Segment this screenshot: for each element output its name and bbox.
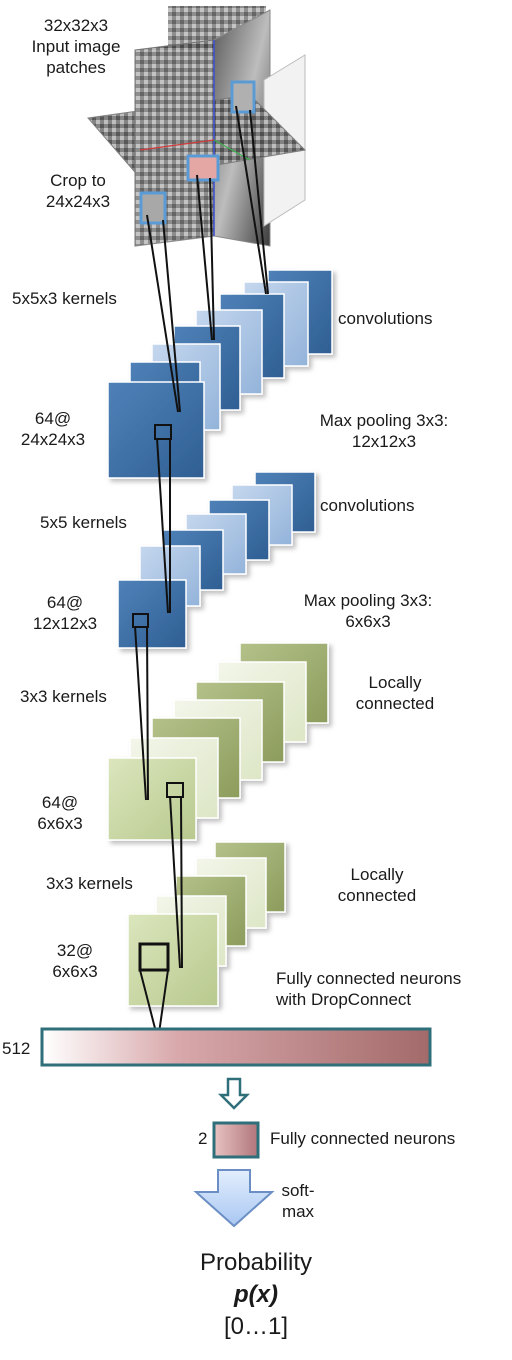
locally-connected-2-label: Locally connected — [322, 864, 432, 906]
kernel-window — [138, 942, 170, 972]
locally-connected-1-label: Locally connected — [340, 672, 450, 714]
map-count: 64@ — [46, 593, 84, 612]
fc-512-bar — [40, 1027, 432, 1067]
softmax-text: soft- — [281, 1181, 315, 1200]
axis-red — [139, 139, 215, 151]
fc-text: Fully connected neurons — [276, 969, 462, 988]
feature-map-front — [117, 579, 187, 649]
crop-patch-2 — [186, 154, 220, 182]
pooling-window — [154, 424, 172, 440]
connection-lines — [134, 105, 269, 1041]
pool-text: Max pooling 3x3: — [303, 591, 433, 610]
connection-line — [196, 174, 213, 341]
connection-line — [146, 625, 149, 801]
input-size: 32x32x3 — [43, 16, 109, 35]
kernels-3-label: 3x3 kernels — [20, 687, 107, 706]
locally-connected-stack-2 — [127, 841, 286, 1007]
crop-patch-1 — [139, 191, 167, 225]
fc-2-box — [212, 1121, 260, 1159]
fully-connected-dropconnect-label: Fully connected neurons with DropConnect — [276, 968, 461, 1010]
connection-line — [162, 219, 181, 413]
connection-line — [209, 177, 215, 341]
local-text-2: connected — [355, 694, 435, 713]
connection-line — [180, 795, 183, 969]
local-text-2: connected — [337, 886, 417, 905]
input-patches-label: 32x32x3 Input image patches — [8, 15, 144, 78]
map-size: 6x6x3 — [52, 962, 98, 981]
connection-line — [134, 625, 147, 801]
fc-512-size-label: 512 — [2, 1039, 31, 1058]
kernel-window — [166, 782, 184, 798]
connection-line — [156, 437, 169, 614]
convolutions-2-label: convolutions — [320, 496, 415, 515]
probability-function: p(x) — [234, 1281, 278, 1308]
crop-size: 24x24x3 — [45, 192, 111, 211]
conv-stack-2 — [117, 471, 316, 649]
map-count: 64@ — [41, 793, 79, 812]
down-arrow-small-icon — [217, 1077, 251, 1110]
map-size: 12x12x3 — [32, 614, 98, 633]
locally-connected-stack-1 — [107, 642, 329, 841]
fc-text-2: with DropConnect — [276, 990, 412, 1009]
layer-1-size-label: 64@ 24x24x3 — [10, 408, 96, 450]
softmax-arrow-icon — [193, 1169, 275, 1228]
probability-label: Probability — [199, 1249, 313, 1276]
input-title: Input image — [31, 37, 121, 56]
local-text: Locally — [350, 865, 404, 884]
map-count: 64@ — [34, 409, 72, 428]
fully-connected-label: Fully connected neurons — [270, 1129, 456, 1148]
kernels-4-label: 3x3 kernels — [46, 874, 133, 893]
connection-line — [249, 109, 269, 295]
connection-line — [235, 105, 267, 295]
max-pooling-1-label: Max pooling 3x3: 12x12x3 — [298, 410, 470, 452]
layer-3-size-label: 64@ 6x6x3 — [24, 792, 96, 834]
convolutions-1-label: convolutions — [338, 309, 433, 328]
crop-label: Crop to 24x24x3 — [18, 170, 138, 212]
pooling-window — [132, 613, 149, 628]
feature-map-front — [107, 757, 197, 841]
connection-line — [146, 214, 179, 413]
crop-patch-3 — [230, 80, 256, 114]
pool-size: 12x12x3 — [351, 432, 417, 451]
kernels-1-label: 5x5x3 kernels — [12, 289, 117, 308]
local-text: Locally — [368, 673, 422, 692]
map-size: 6x6x3 — [37, 814, 83, 833]
max-pooling-2-label: Max pooling 3x3: 6x6x3 — [278, 590, 458, 632]
feature-map-front — [127, 913, 219, 1007]
pool-size: 6x6x3 — [345, 612, 391, 631]
input-subtitle: patches — [46, 58, 106, 77]
layer-4-size-label: 32@ 6x6x3 — [44, 940, 106, 982]
softmax-label: soft- max — [268, 1180, 328, 1222]
map-count: 32@ — [56, 941, 94, 960]
layer-2-size-label: 64@ 12x12x3 — [20, 592, 110, 634]
crop-text: Crop to — [50, 171, 106, 190]
pool-text: Max pooling 3x3: — [319, 411, 449, 430]
probability-range: [0…1] — [223, 1313, 289, 1340]
map-size: 24x24x3 — [20, 430, 86, 449]
fc-2-size-label: 2 — [198, 1129, 208, 1148]
kernels-2-label: 5x5 kernels — [40, 513, 127, 532]
connection-line — [169, 795, 181, 969]
softmax-text-2: max — [281, 1202, 315, 1221]
